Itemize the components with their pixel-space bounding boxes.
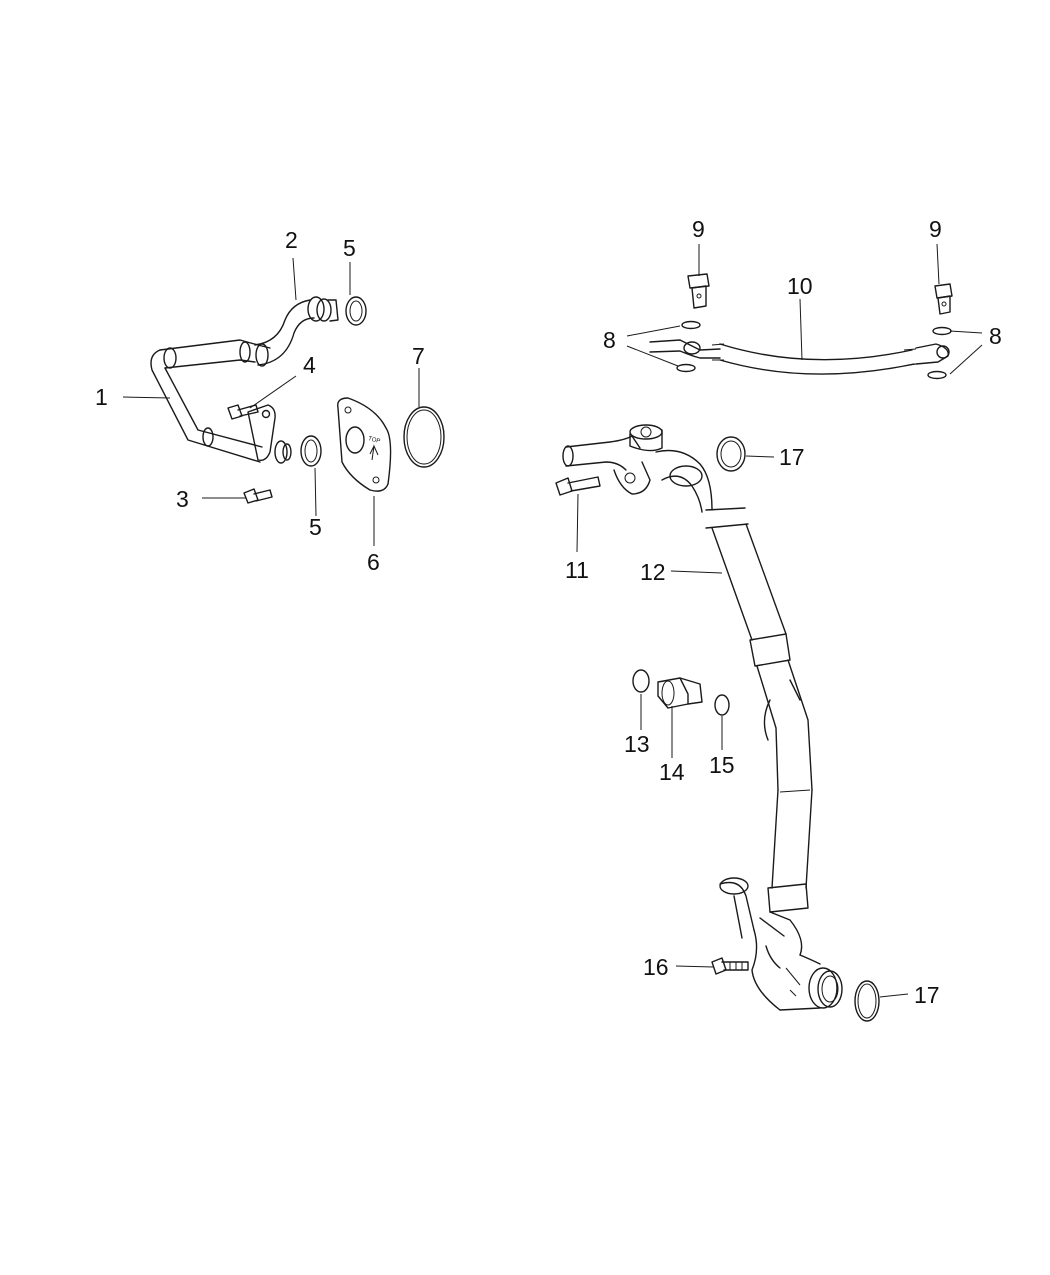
coolant-tube-part-12[interactable]: [562, 424, 843, 1011]
callout-7: 7: [412, 343, 425, 369]
callout-4: 4: [303, 352, 316, 378]
bolt-part-4[interactable]: [227, 404, 259, 420]
tube-part-1[interactable]: [150, 339, 292, 464]
gasket-part-7[interactable]: [403, 406, 445, 468]
callout-10: 10: [787, 273, 813, 299]
hose-part-2[interactable]: [254, 296, 339, 367]
callout-1: 1: [95, 384, 108, 410]
callout-13: 13: [624, 731, 650, 757]
plate-marking-text: TOP: [367, 436, 380, 445]
callout-3: 3: [176, 486, 189, 512]
o-ring-part-5-upper[interactable]: [345, 296, 367, 326]
o-ring-part-17-lower[interactable]: [854, 980, 880, 1022]
bolt-part-11[interactable]: [555, 476, 601, 496]
banjo-bolt-part-9-left[interactable]: [687, 273, 710, 309]
oil-line-part-10[interactable]: [649, 339, 950, 375]
leader-lines: [122, 243, 983, 998]
callout-16: 16: [643, 954, 669, 980]
o-ring-part-15[interactable]: [714, 694, 730, 716]
callout-8-left: 8: [603, 327, 616, 353]
o-ring-part-5-lower[interactable]: [300, 435, 322, 467]
callout-5-lower: 5: [309, 514, 322, 540]
callout-11: 11: [565, 557, 589, 583]
callout-14: 14: [659, 759, 685, 785]
callout-2: 2: [285, 227, 298, 253]
cover-plate-part-6[interactable]: TOP: [337, 397, 392, 492]
banjo-bolt-part-9-right[interactable]: [934, 283, 953, 315]
callout-15: 15: [709, 752, 735, 778]
callout-labels: 1 2 3 4 5 5 6 7 8 8 9 9 10 11 12 13 14 1…: [95, 216, 1002, 1008]
callout-8-right: 8: [989, 323, 1002, 349]
callout-6: 6: [367, 549, 380, 575]
callout-17-lower: 17: [914, 982, 940, 1008]
callout-17-upper: 17: [779, 444, 805, 470]
o-ring-part-13[interactable]: [632, 669, 650, 693]
o-ring-part-17-upper[interactable]: [716, 436, 746, 472]
callout-12: 12: [640, 559, 666, 585]
bolt-part-3[interactable]: [243, 488, 273, 504]
callout-5-upper: 5: [343, 235, 356, 261]
bolt-part-16[interactable]: [711, 957, 749, 975]
fitting-part-14[interactable]: [657, 677, 703, 709]
callout-9-left: 9: [692, 216, 705, 242]
callout-9-right: 9: [929, 216, 942, 242]
